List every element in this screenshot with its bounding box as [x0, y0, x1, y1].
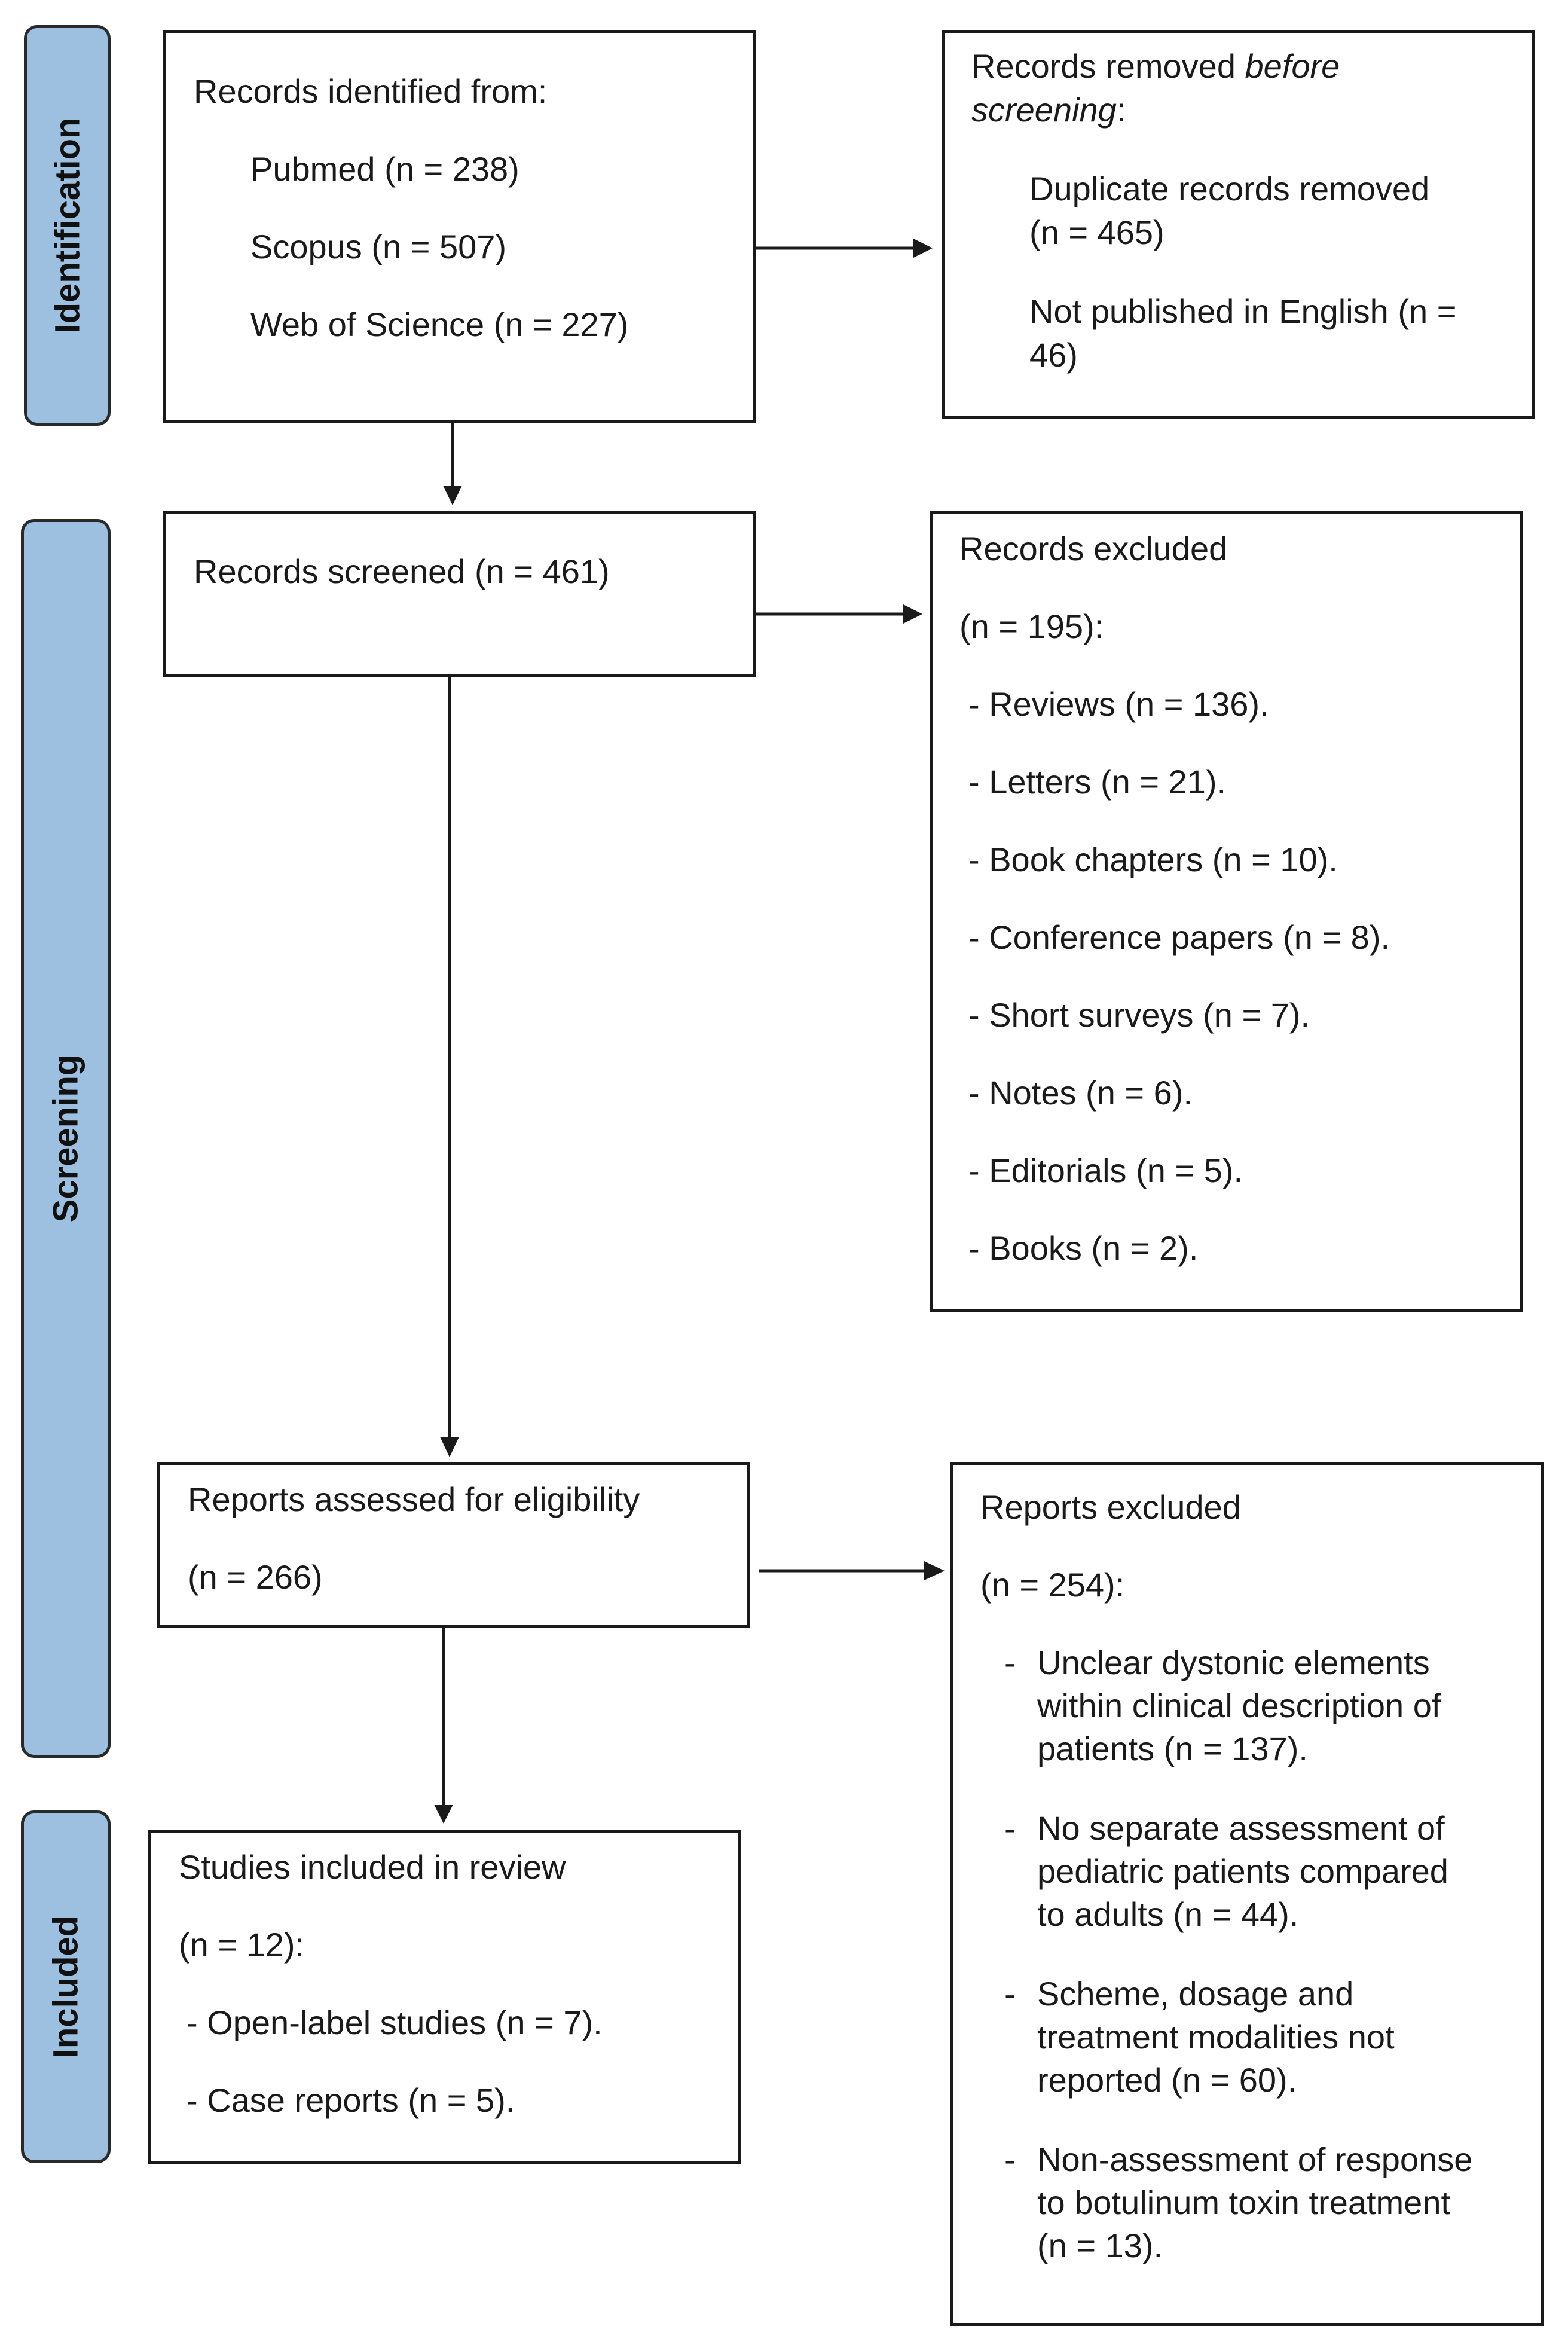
excluded-records-heading: Records excluded	[959, 530, 1228, 567]
assessed-heading: Reports assessed for eligibility	[188, 1480, 640, 1518]
removed-heading-emph2: screening	[971, 91, 1117, 129]
removed-duplicates-line1: Duplicate records removed	[1029, 170, 1430, 207]
arrowhead-records-excluded	[903, 604, 922, 624]
removed-english-line2: 46)	[1029, 336, 1078, 374]
excluded-reports-heading: Reports excluded	[980, 1488, 1241, 1526]
excluded-conference-papers: - Conference papers (n = 8).	[968, 918, 1390, 956]
removed-heading-start: Records removed	[971, 47, 1245, 85]
arrowhead-assessed	[440, 1437, 459, 1457]
reason-2-line3: to adults (n = 44).	[1037, 1895, 1299, 1933]
reason-3-line1: Scheme, dosage and	[1037, 1975, 1354, 2013]
identified-heading: Records identified from:	[194, 72, 548, 110]
studies-included-box: Studies included in review (n = 12): - O…	[148, 1830, 741, 2164]
excluded-book-chapters: - Book chapters (n = 10).	[968, 841, 1338, 878]
removed-heading-emph: before	[1245, 47, 1340, 85]
reports-assessed-box: Reports assessed for eligibility (n = 26…	[157, 1462, 750, 1628]
excluded-reports-count: (n = 254):	[980, 1566, 1125, 1604]
reports-excluded-box: Reports excluded (n = 254): - Unclear dy…	[950, 1462, 1544, 2326]
arrowhead-screened	[443, 486, 462, 505]
excluded-reviews: - Reviews (n = 136).	[968, 685, 1269, 723]
phase-screening: Screening	[21, 519, 111, 1758]
removed-heading-line2: screening:	[971, 88, 1126, 132]
reason-4-line2: to botulinum toxin treatment	[1037, 2184, 1451, 2221]
records-removed-box: Records removed before screening: Duplic…	[942, 30, 1535, 419]
excluded-short-surveys: - Short surveys (n = 7).	[968, 996, 1310, 1034]
phase-included: Included	[21, 1810, 111, 2163]
removed-heading-end: :	[1116, 91, 1126, 129]
identified-scopus: Scopus (n = 507)	[250, 228, 507, 265]
removed-heading: Records removed before	[971, 45, 1340, 88]
arrowhead-included	[434, 1805, 453, 1824]
excluded-records-count: (n = 195):	[959, 607, 1104, 645]
reason-1-line1: Unclear dystonic elements	[1037, 1644, 1430, 1681]
reason-3-dash: -	[1004, 1975, 1016, 2013]
identified-wos: Web of Science (n = 227)	[250, 306, 629, 343]
reason-3-line3: reported (n = 60).	[1037, 2061, 1297, 2099]
identified-pubmed: Pubmed (n = 238)	[250, 150, 519, 188]
records-excluded-box: Records excluded (n = 195): - Reviews (n…	[930, 511, 1523, 1312]
reason-1-line2: within clinical description of	[1037, 1687, 1441, 1724]
reason-4-dash: -	[1004, 2141, 1016, 2178]
included-open-label: - Open-label studies (n = 7).	[187, 2004, 603, 2041]
arrowhead-reports-excluded	[924, 1561, 945, 1580]
phase-identification: Identification	[24, 25, 111, 426]
excluded-books: - Books (n = 2).	[968, 1229, 1199, 1267]
reason-4-line3: (n = 13).	[1037, 2227, 1163, 2264]
reason-1-line3: patients (n = 137).	[1037, 1730, 1308, 1767]
arrowhead-removed	[913, 239, 933, 258]
excluded-notes: - Notes (n = 6).	[968, 1074, 1193, 1112]
assessed-count: (n = 266)	[188, 1558, 323, 1596]
excluded-letters: - Letters (n = 21).	[968, 763, 1227, 801]
included-case-reports: - Case reports (n = 5).	[187, 2081, 515, 2119]
records-screened-box: Records screened (n = 461)	[163, 511, 756, 677]
reason-1-dash: -	[1004, 1644, 1016, 1681]
reason-4-line1: Non-assessment of response	[1037, 2141, 1473, 2178]
screened-text: Records screened (n = 461)	[194, 552, 610, 590]
reason-3-line2: treatment modalities not	[1037, 2018, 1395, 2056]
reason-2-line1: No separate assessment of	[1037, 1809, 1445, 1847]
removed-english-line1: Not published in English (n =	[1029, 292, 1457, 330]
reason-2-dash: -	[1004, 1809, 1016, 1847]
excluded-editorials: - Editorials (n = 5).	[968, 1152, 1243, 1189]
included-count: (n = 12):	[179, 1926, 305, 1964]
reason-2-line2: pediatric patients compared	[1037, 1852, 1448, 1890]
records-identified-box: Records identified from: Pubmed (n = 238…	[163, 30, 756, 423]
included-heading: Studies included in review	[179, 1848, 566, 1886]
removed-duplicates-line2: (n = 465)	[1029, 213, 1164, 251]
